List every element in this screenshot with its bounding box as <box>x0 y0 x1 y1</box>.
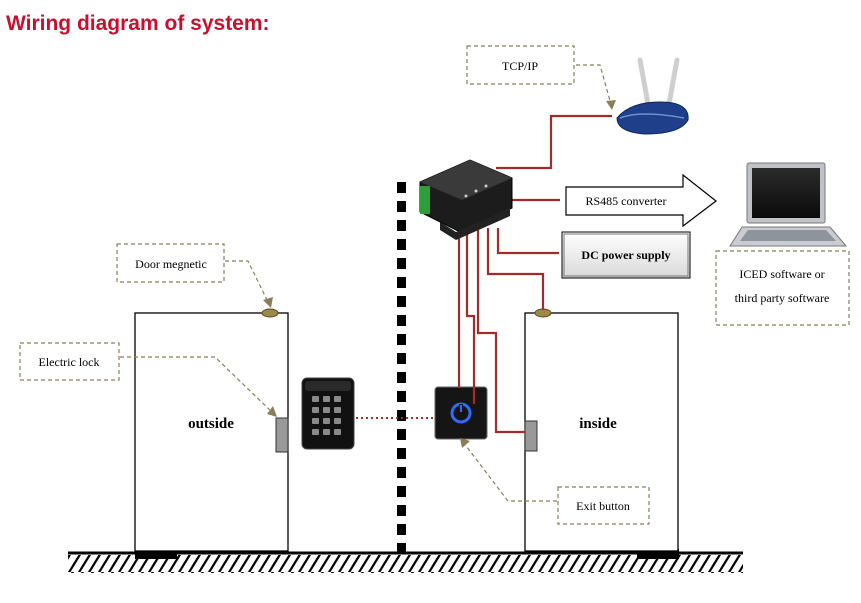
door-magnetic-sensor-outside <box>261 308 279 318</box>
page-title: Wiring diagram of system: <box>6 12 270 35</box>
wall-dash <box>397 543 406 554</box>
keypad-key <box>312 429 319 435</box>
wall-dash <box>397 391 406 402</box>
keypad-key <box>323 418 330 424</box>
electric-lock-label: Electric lock <box>39 355 100 369</box>
exit-button-icon <box>434 386 488 440</box>
wall-dash <box>397 296 406 307</box>
access-controller-icon <box>419 159 513 240</box>
wall-dash <box>397 410 406 421</box>
wall-separator <box>397 182 406 554</box>
keypad-key <box>323 429 330 435</box>
door-outside <box>134 312 289 552</box>
wall-dash <box>397 353 406 364</box>
keypad-reader-icon <box>301 377 355 450</box>
wall-dash <box>397 182 406 193</box>
wall-dash <box>397 429 406 440</box>
wall-dash <box>397 467 406 478</box>
keypad-key <box>334 429 341 435</box>
dc-power-supply-inner <box>563 233 689 277</box>
wall-dash <box>397 505 406 516</box>
tcpip-label: TCP/IP <box>502 59 538 73</box>
callouts <box>19 45 850 525</box>
wall-dash <box>397 372 406 383</box>
exit-button-label: Exit button <box>576 499 630 513</box>
rs485-label: RS485 converter <box>586 194 667 208</box>
keypad-key <box>312 407 319 413</box>
wall-dash <box>397 524 406 535</box>
wall-dash <box>397 315 406 326</box>
outside-label: outside <box>188 416 234 432</box>
keypad-key <box>312 418 319 424</box>
door-magnetic-sensor-inside <box>534 308 552 318</box>
keypad-key <box>312 396 319 402</box>
wall-dash <box>397 201 406 212</box>
wall-dash <box>397 220 406 231</box>
electric-lock-outside <box>275 417 289 453</box>
keypad-key <box>323 396 330 402</box>
dc-power-supply-box <box>561 231 691 279</box>
wifi-router-icon <box>616 57 689 135</box>
wires <box>457 114 612 434</box>
door-magnetic-label: Door megnetic <box>135 257 207 271</box>
wall-dash <box>397 334 406 345</box>
laptop-icon <box>729 162 848 247</box>
rs485-converter-arrow <box>565 173 717 228</box>
callout-arrowheads <box>263 100 616 448</box>
inside-label: inside <box>579 416 617 432</box>
dc-power-label: DC power supply <box>581 248 670 262</box>
wall-dash <box>397 448 406 459</box>
wall-dash <box>397 258 406 269</box>
software-label-line2: third party software <box>735 291 830 305</box>
keypad-key <box>323 407 330 413</box>
electric-lock-inside <box>524 420 538 452</box>
wall-dash <box>397 277 406 288</box>
keypad-key <box>334 407 341 413</box>
keypad-key <box>334 396 341 402</box>
keypad-key <box>334 418 341 424</box>
door-inside <box>524 312 679 552</box>
wall-dash <box>397 486 406 497</box>
wall-dash <box>397 239 406 250</box>
software-label-line1: ICED software or <box>739 267 824 281</box>
